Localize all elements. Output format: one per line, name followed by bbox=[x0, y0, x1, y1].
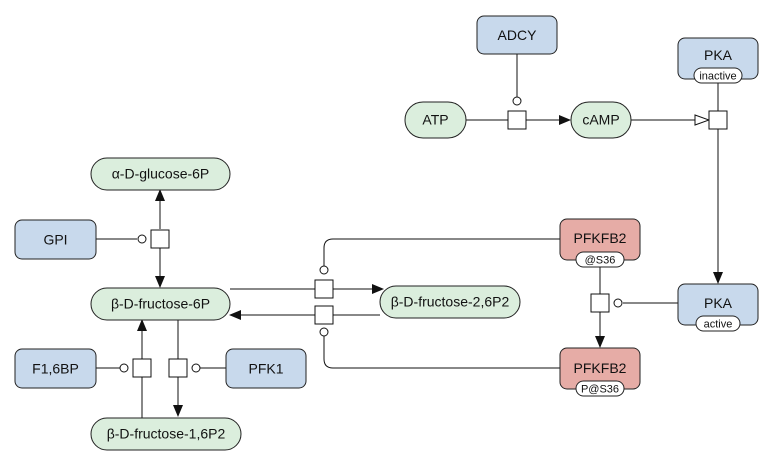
catalysis-circle-pfkfb2-p bbox=[319, 327, 329, 337]
state-badge-s36-label: @S36 bbox=[585, 255, 616, 267]
state-badge-inactive bbox=[693, 67, 743, 84]
process-node-f16bp bbox=[132, 358, 152, 378]
state-badge-p-s36-label: P@S36 bbox=[581, 384, 619, 396]
catalysis-circle-pka bbox=[613, 298, 623, 308]
state-badge-active bbox=[695, 315, 741, 332]
node-camp-label: cAMP bbox=[582, 112, 619, 128]
node-alpha-d-glucose-6p-label: α-D-glucose-6P bbox=[112, 166, 210, 182]
node-alpha-d-glucose-6p[interactable]: α-D-glucose-6P bbox=[90, 157, 231, 191]
process-node-pfk1 bbox=[168, 358, 188, 378]
node-beta-d-fructose-16p2[interactable]: β-D-fructose-1,6P2 bbox=[90, 417, 242, 451]
node-pfkfb2[interactable]: PFKFB2 @S36 bbox=[559, 218, 641, 268]
node-atp[interactable]: ATP bbox=[404, 101, 467, 139]
node-pka-active[interactable]: PKA active bbox=[677, 283, 759, 332]
catalysis-circle-pfkfb2 bbox=[319, 265, 329, 275]
node-pfkfb2-phospho[interactable]: PFKFB2 P@S36 bbox=[559, 347, 641, 397]
state-badge-p-s36 bbox=[575, 380, 625, 397]
catalysis-circle-adcy bbox=[512, 96, 522, 106]
process-node-pfkfb2-phosphorylation bbox=[590, 293, 610, 313]
node-pfkfb2-label: PFKFB2 bbox=[574, 230, 627, 246]
node-beta-d-fructose-16p2-label: β-D-fructose-1,6P2 bbox=[107, 426, 226, 442]
node-camp[interactable]: cAMP bbox=[570, 101, 632, 139]
catalysis-circle-pfk1 bbox=[191, 363, 201, 373]
node-f16bp-label: F1,6BP bbox=[32, 361, 79, 377]
node-pka-active-label: PKA bbox=[704, 295, 733, 311]
node-beta-d-fructose-26p2[interactable]: β-D-fructose-2,6P2 bbox=[379, 285, 521, 319]
node-atp-label: ATP bbox=[422, 112, 448, 128]
process-node-pka-activation bbox=[708, 110, 728, 130]
process-node-pfkfb2-phosphatase bbox=[314, 305, 334, 325]
node-pka-inactive[interactable]: PKA inactive bbox=[677, 37, 759, 84]
state-badge-active-label: active bbox=[704, 319, 733, 331]
process-node-gpi bbox=[150, 229, 170, 249]
node-beta-d-fructose-26p2-label: β-D-fructose-2,6P2 bbox=[391, 294, 510, 310]
node-beta-d-fructose-6p[interactable]: β-D-fructose-6P bbox=[90, 287, 231, 321]
state-badge-inactive-label: inactive bbox=[699, 71, 736, 83]
state-badge-s36 bbox=[575, 251, 625, 268]
catalysis-circle-f16bp bbox=[119, 363, 129, 373]
catalysis-circle-gpi bbox=[137, 234, 147, 244]
node-pfkfb2-phospho-label: PFKFB2 bbox=[574, 360, 627, 376]
node-adcy[interactable]: ADCY bbox=[476, 15, 558, 55]
process-node-adcy bbox=[507, 110, 527, 130]
node-gpi[interactable]: GPI bbox=[14, 219, 97, 260]
node-f16bp[interactable]: F1,6BP bbox=[14, 348, 97, 389]
edge-pfkfb2-kinase-catalysis bbox=[323, 238, 560, 266]
node-pfk1[interactable]: PFK1 bbox=[225, 348, 307, 389]
node-pka-inactive-label: PKA bbox=[704, 47, 733, 63]
process-node-pfkfb2-kinase bbox=[314, 279, 334, 299]
edge-pfkfb2-p-phosphatase-catalysis bbox=[323, 336, 560, 369]
node-adcy-label: ADCY bbox=[498, 27, 538, 43]
node-pfk1-label: PFK1 bbox=[248, 361, 283, 377]
node-gpi-label: GPI bbox=[43, 232, 67, 248]
node-beta-d-fructose-6p-label: β-D-fructose-6P bbox=[111, 296, 210, 312]
